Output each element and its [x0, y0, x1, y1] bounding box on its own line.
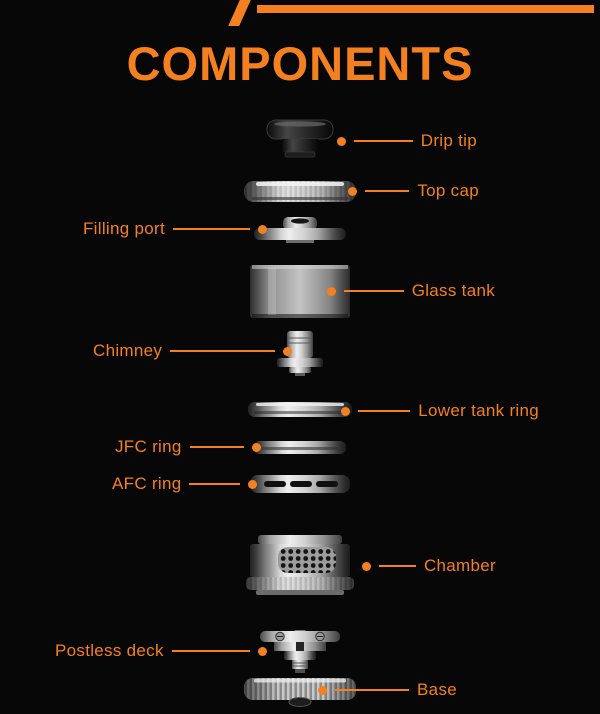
afc-ring-graphic — [250, 475, 350, 493]
connector-dot-icon — [327, 286, 336, 296]
callout-chamber: Chamber — [362, 555, 496, 577]
postless-deck-graphic — [260, 630, 340, 673]
connector-line — [354, 140, 413, 142]
part-label-top-cap: Top cap — [417, 181, 479, 200]
part-label-glass-tank: Glass tank — [411, 281, 495, 300]
drip-tip-graphic — [266, 119, 334, 158]
callout-afc-ring: AFC ring — [112, 473, 257, 495]
part-label-postless-deck: Postless deck — [55, 641, 164, 660]
connector-dot-icon — [252, 442, 261, 452]
part-label-chimney: Chimney — [93, 341, 163, 360]
part-label-drip-tip: Drip tip — [420, 131, 477, 150]
connector-line — [171, 650, 250, 652]
callout-drip-tip: Drip tip — [337, 130, 477, 152]
part-label-base: Base — [417, 680, 457, 699]
jfc-ring-graphic — [254, 441, 346, 454]
lower-tank-ring-graphic — [248, 402, 352, 417]
chamber-graphic — [246, 535, 354, 595]
base-graphic — [244, 678, 356, 707]
connector-line — [344, 290, 404, 292]
connector-line — [379, 565, 416, 567]
callout-chimney: Chimney — [93, 340, 292, 362]
top-accent-bar — [257, 5, 594, 13]
connector-dot-icon — [258, 224, 267, 234]
connector-dot-icon — [248, 479, 257, 489]
connector-dot-icon — [348, 186, 357, 196]
callout-top-cap: Top cap — [348, 180, 479, 202]
connector-line — [173, 228, 250, 230]
filling-port-cap-graphic — [254, 217, 346, 243]
connector-dot-icon — [337, 136, 346, 146]
part-label-afc-ring: AFC ring — [112, 474, 182, 493]
part-label-lower-tank-ring: Lower tank ring — [418, 401, 539, 420]
callout-postless-deck: Postless deck — [55, 640, 267, 662]
glass-tank-graphic — [250, 265, 350, 318]
connector-line — [170, 350, 275, 352]
callout-lower-tank-ring: Lower tank ring — [341, 400, 539, 422]
page-title: COMPONENTS — [126, 37, 474, 90]
chimney-graphic — [277, 331, 323, 376]
part-label-chamber: Chamber — [423, 556, 496, 575]
callout-glass-tank: Glass tank — [327, 280, 495, 302]
callout-jfc-ring: JFC ring — [115, 436, 261, 458]
connector-dot-icon — [258, 646, 267, 656]
connector-dot-icon — [362, 561, 371, 571]
top-cap-graphic — [244, 181, 356, 202]
connector-line — [335, 689, 410, 691]
top-accent-slash — [228, 0, 251, 26]
callout-filling-port: Filling port — [83, 218, 267, 240]
connector-line — [365, 190, 410, 192]
connector-line — [358, 410, 411, 412]
connector-dot-icon — [341, 406, 350, 416]
connector-dot-icon — [283, 346, 292, 356]
callout-base: Base — [318, 679, 457, 701]
connector-dot-icon — [318, 685, 327, 695]
part-label-jfc-ring: JFC ring — [115, 437, 182, 456]
part-label-filling-port: Filling port — [83, 219, 166, 238]
connector-line — [189, 446, 244, 448]
connector-line — [189, 483, 240, 485]
